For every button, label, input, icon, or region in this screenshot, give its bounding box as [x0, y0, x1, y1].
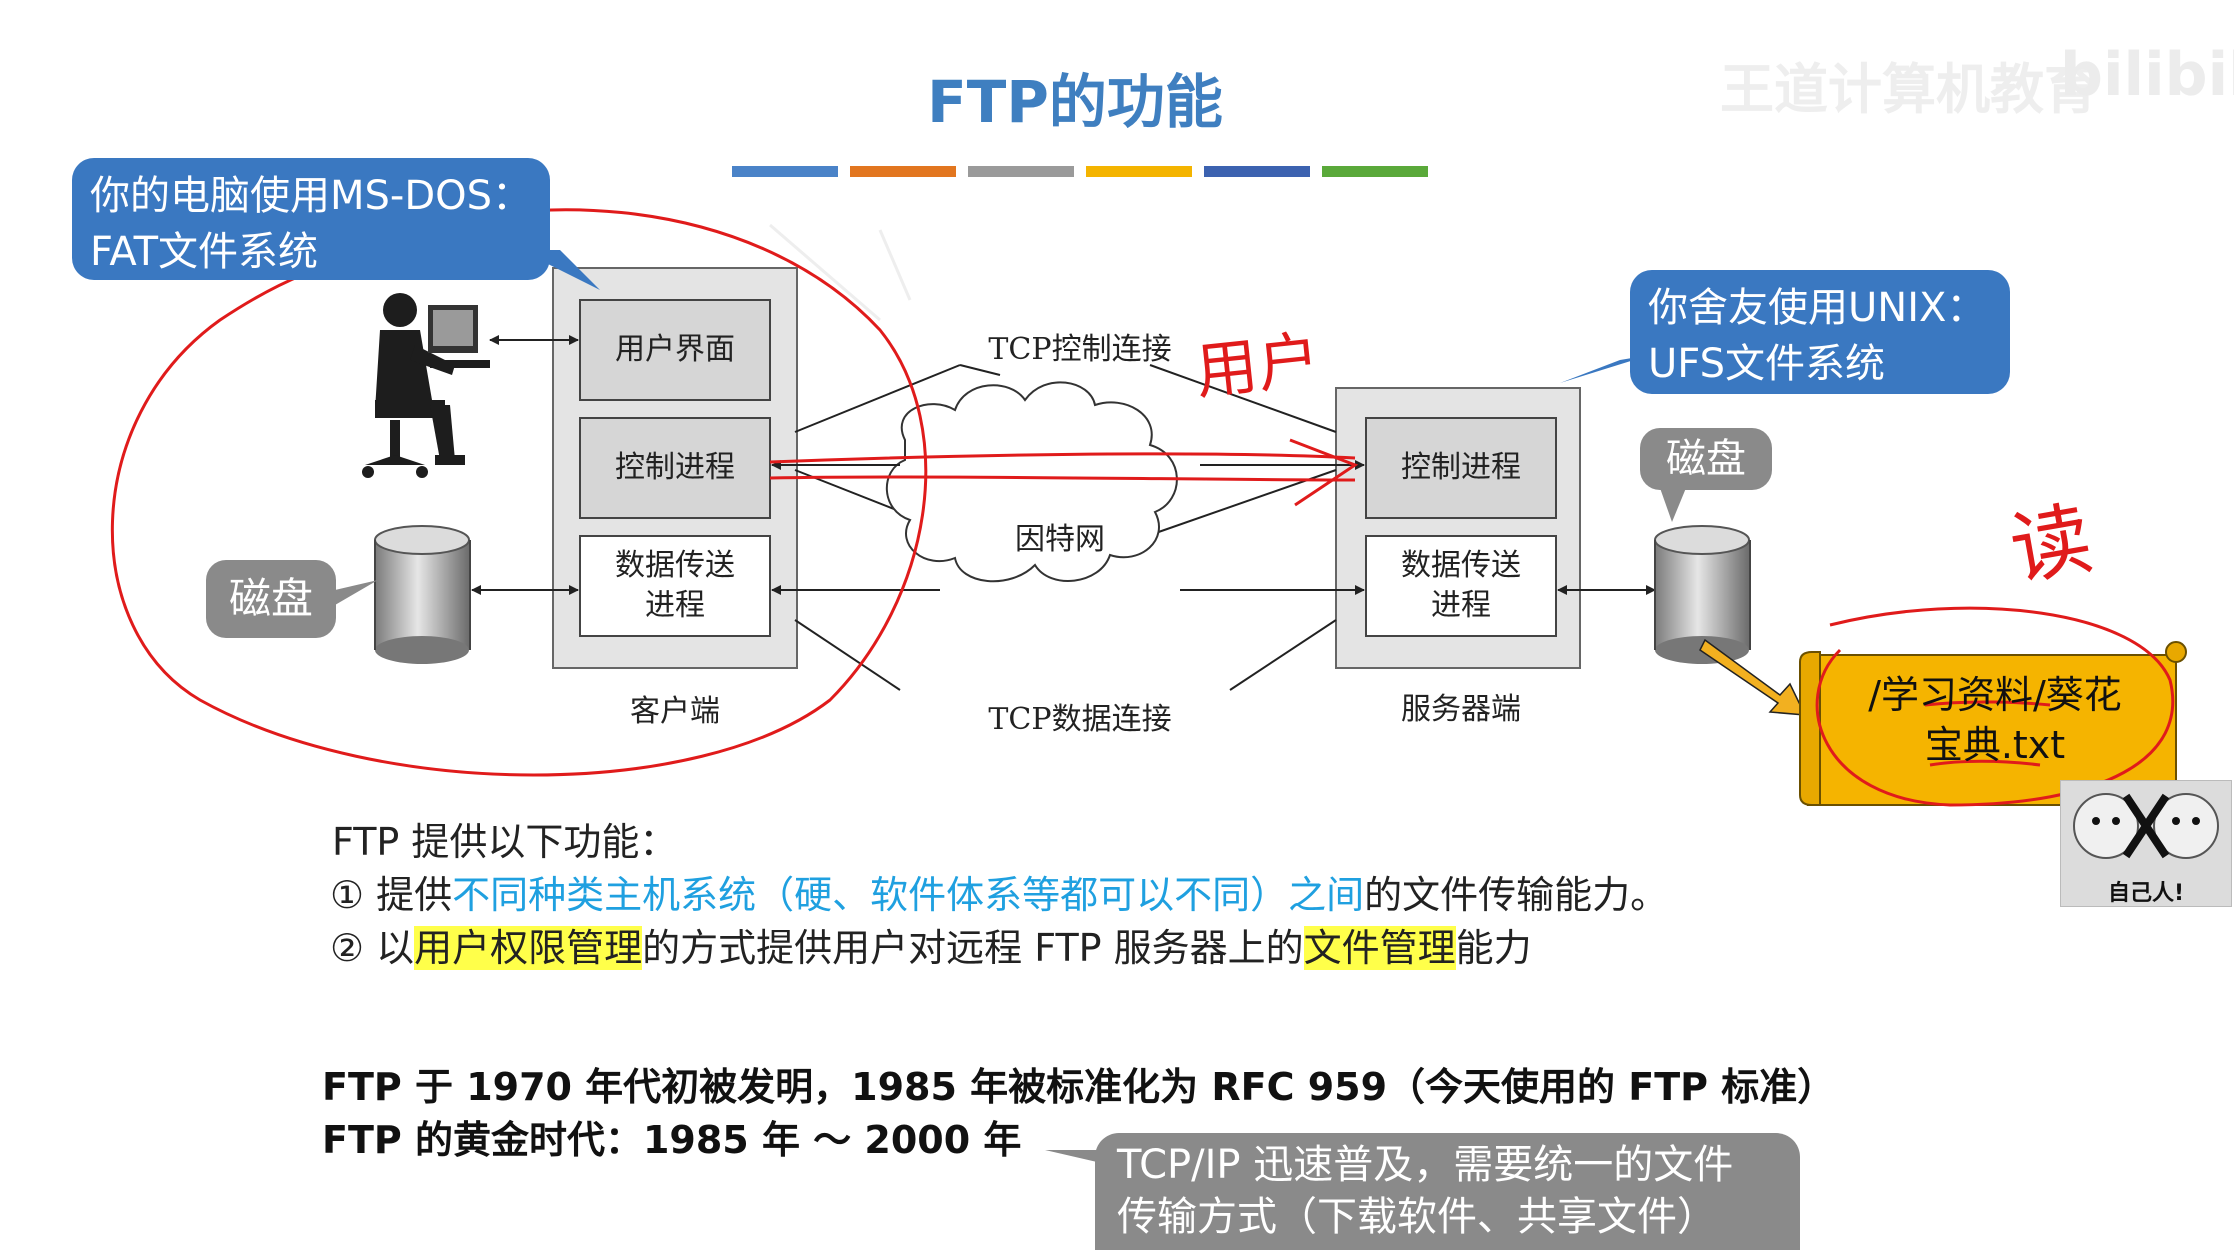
server-callout-line2: UFS文件系统	[1648, 341, 1885, 387]
meme-image: 自己人!	[2060, 780, 2232, 907]
tcpip-note-callout: TCP/IP 迅速普及，需要统一的文件 传输方式（下载软件、共享文件）	[1095, 1133, 1800, 1250]
client-data-label-line1: 数据传送	[615, 548, 735, 583]
server-data-box	[1365, 535, 1557, 637]
feature-item-1: ① 提供不同种类主机系统（硬、软件体系等都可以不同）之间的文件传输能力。	[330, 868, 1668, 922]
server-disk-callout: 磁盘	[1640, 428, 1772, 490]
server-callout-tail	[1560, 355, 1650, 383]
accent-bar-6	[1322, 166, 1428, 177]
accent-bar-1	[732, 166, 838, 177]
server-data-label-line2: 进程	[1431, 588, 1491, 623]
accent-bar-3	[968, 166, 1074, 177]
features-intro: FTP 提供以下功能：	[332, 820, 678, 864]
client-callout-line2: FAT文件系统	[90, 229, 319, 275]
feature-1-prefix: ① 提供	[330, 873, 453, 917]
server-control-label: 控制进程	[1401, 450, 1521, 485]
feature-2-suffix: 能力	[1455, 926, 1532, 970]
client-filesystem-callout: 你的电脑使用MS-DOS： FAT文件系统	[72, 158, 550, 280]
history-line-2: FTP 的黄金时代：1985 年 ～ 2000 年	[322, 1118, 1022, 1162]
bilibili-logo: bilibili	[2060, 40, 2234, 110]
client-disk-callout: 磁盘	[206, 560, 336, 638]
feature-2-prefix: ② 以	[330, 926, 415, 970]
client-data-label: 数据传送 进程	[580, 546, 770, 626]
feature-1-suffix: 的文件传输能力。	[1364, 873, 1669, 917]
server-disk-cylinder	[1654, 525, 1751, 664]
user-at-computer-icon	[362, 293, 490, 478]
page-title: FTP的功能	[927, 68, 1223, 136]
file-pointer-arrow	[1699, 638, 1807, 716]
watermark-strokes	[769, 223, 912, 322]
client-control-label: 控制进程	[615, 450, 735, 485]
accent-bar-2	[850, 166, 956, 177]
internet-cloud	[885, 381, 1178, 583]
client-control-box	[579, 417, 771, 519]
file-path-line2: 宝典.txt	[1924, 723, 2066, 767]
handwriting-user: 用户	[1192, 322, 1324, 409]
client-ui-label: 用户界面	[615, 332, 735, 367]
tcpip-note-line2: 传输方式（下载软件、共享文件）	[1117, 1194, 1717, 1240]
internet-label: 因特网	[1015, 522, 1105, 557]
file-path-text: /学习资料/葵花 宝典.txt	[1820, 670, 2170, 770]
feature-2-highlight-1: 用户权限管理	[414, 926, 643, 970]
tcp-control-label: TCP控制连接	[988, 332, 1172, 367]
feature-item-2: ② 以用户权限管理的方式提供用户对远程 FTP 服务器上的文件管理能力	[330, 921, 1532, 975]
red-annotations	[110, 208, 2175, 807]
server-data-label-line1: 数据传送	[1401, 548, 1521, 583]
server-label: 服务器端	[1401, 692, 1521, 727]
feature-1-highlight: 不同种类主机系统（硬、软件体系等都可以不同）之间	[452, 873, 1365, 917]
history-line-1: FTP 于 1970 年代初被发明，1985 年被标准化为 RFC 959（今天…	[322, 1065, 1836, 1109]
accent-bar-4	[1086, 166, 1192, 177]
watermark-text: 王道计算机教育	[1720, 58, 2098, 121]
client-data-box	[579, 535, 771, 637]
accent-bar-5	[1204, 166, 1310, 177]
client-data-label-line2: 进程	[645, 588, 705, 623]
client-label: 客户端	[630, 694, 720, 729]
server-control-box	[1365, 417, 1557, 519]
client-ui-box	[579, 299, 771, 401]
meme-faces-icon	[2073, 793, 2219, 859]
server-disk-callout-tail	[1660, 488, 1686, 522]
file-path-line1: /学习资料/葵花	[1868, 673, 2122, 717]
client-callout-line1: 你的电脑使用MS-DOS：	[90, 173, 533, 219]
client-disk-cylinder	[374, 525, 471, 664]
tcpip-note-line1: TCP/IP 迅速普及，需要统一的文件	[1117, 1142, 1734, 1188]
tcp-data-lines	[794, 619, 1337, 691]
client-disk-callout-tail	[335, 580, 378, 605]
server-filesystem-callout: 你舍友使用UNIX： UFS文件系统	[1630, 270, 2010, 394]
server-callout-line1: 你舍友使用UNIX：	[1648, 285, 1987, 331]
feature-2-highlight-2: 文件管理	[1303, 926, 1456, 970]
feature-2-middle: 的方式提供用户对远程 FTP 服务器上的	[642, 926, 1304, 970]
meme-caption: 自己人!	[2107, 881, 2185, 906]
tcpip-callout-tail	[1045, 1150, 1110, 1165]
server-data-label: 数据传送 进程	[1366, 546, 1556, 626]
tcp-data-label: TCP数据连接	[988, 702, 1172, 737]
